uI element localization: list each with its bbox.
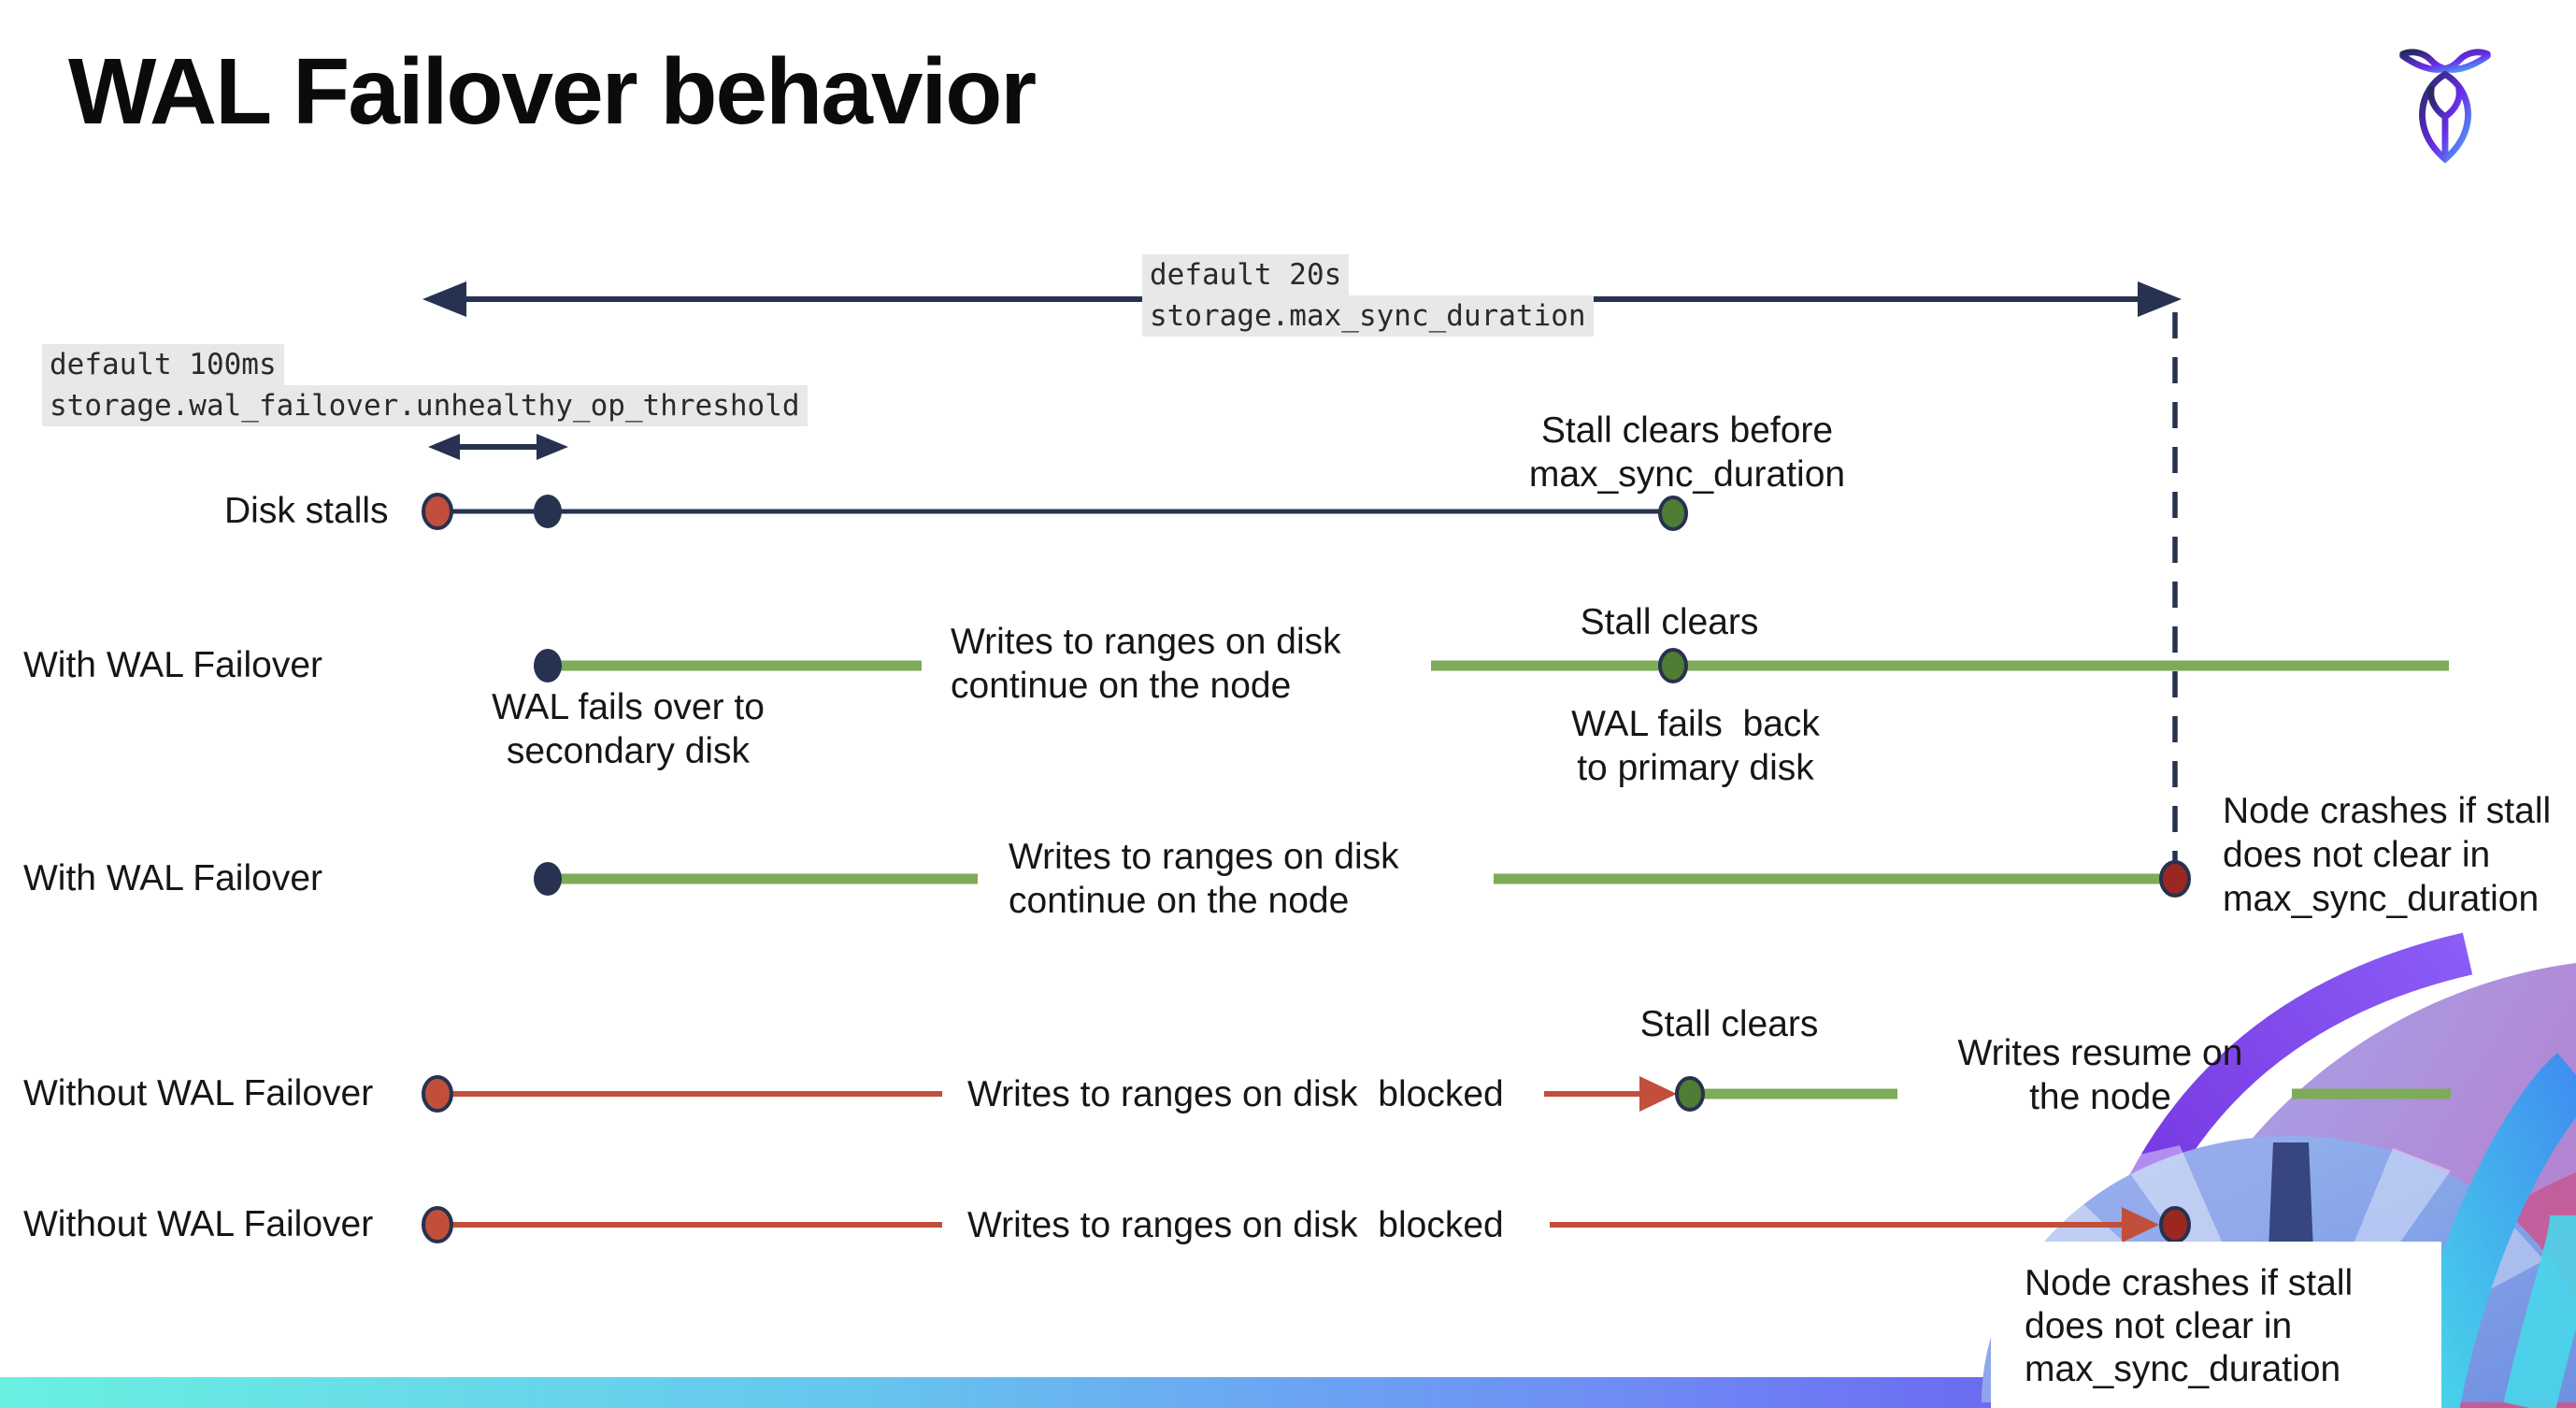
note-writes-resume: Writes resume on the node bbox=[1957, 1033, 2243, 1117]
setting-name: storage.max_sync_duration bbox=[1142, 295, 1594, 337]
note-writes-continue-1: Writes to ranges on disk continue on the… bbox=[951, 622, 1341, 706]
failover-dot bbox=[534, 649, 562, 682]
disk-stall-start-dot bbox=[422, 1075, 453, 1113]
stall-clears-dot bbox=[1675, 1076, 1705, 1112]
stall-clears-dot bbox=[1658, 496, 1688, 531]
timeline-disk-stalls bbox=[422, 493, 1688, 531]
max-sync-duration-setting: default 20s storage.max_sync_duration bbox=[1142, 254, 1594, 337]
unhealthy-op-threshold-arrow bbox=[428, 434, 568, 460]
stall-clears-dot bbox=[1658, 648, 1688, 683]
note-writes-blocked-1: Writes to ranges on disk blocked bbox=[967, 1074, 1504, 1114]
note-stall-clears-1: Stall clears bbox=[1580, 602, 1759, 642]
note-wal-fails-back: WAL fails back to primary disk bbox=[1571, 704, 1820, 788]
disk-stall-start-dot bbox=[422, 493, 453, 530]
node-crash-dot bbox=[2159, 860, 2191, 898]
timeline-with-wal-failover-recovers bbox=[534, 648, 2449, 683]
row-label-with-wal-failover-2: With WAL Failover bbox=[23, 858, 322, 898]
note-node-crashes-2: Node crashes if stall does not clear in … bbox=[2025, 1263, 2354, 1389]
threshold-dot bbox=[534, 495, 562, 528]
row-label-without-wal-failover-1: Without WAL Failover bbox=[23, 1073, 374, 1113]
timeline-without-wal-failover-recovers bbox=[422, 1075, 2451, 1113]
note-stall-clears-2: Stall clears bbox=[1639, 1004, 1819, 1044]
note-writes-continue-2: Writes to ranges on disk continue on the… bbox=[1009, 837, 1399, 921]
cockroachdb-logo-icon bbox=[2399, 49, 2491, 164]
disk-stall-start-dot bbox=[422, 1206, 453, 1243]
unhealthy-op-threshold-setting: default 100ms storage.wal_failover.unhea… bbox=[42, 344, 808, 426]
node-crash-dot bbox=[2159, 1206, 2191, 1243]
setting-default-value: default 100ms bbox=[42, 344, 284, 385]
timeline-with-wal-failover-crashes bbox=[534, 862, 2166, 896]
failover-dot bbox=[534, 862, 562, 896]
setting-name: storage.wal_failover.unhealthy_op_thresh… bbox=[42, 385, 808, 426]
note-node-crashes-1: Node crashes if stall does not clear in … bbox=[2223, 791, 2552, 919]
row-label-without-wal-failover-2: Without WAL Failover bbox=[23, 1204, 374, 1244]
row-label-disk-stalls: Disk stalls bbox=[224, 491, 389, 531]
note-stall-clears-before: Stall clears before max_sync_duration bbox=[1528, 410, 1846, 495]
page-title: WAL Failover behavior bbox=[68, 39, 1037, 144]
timeline-without-wal-failover-crashes bbox=[422, 1206, 2191, 1243]
note-wal-fails-over: WAL fails over to secondary disk bbox=[492, 687, 765, 771]
note-writes-blocked-2: Writes to ranges on disk blocked bbox=[967, 1205, 1504, 1245]
row-label-with-wal-failover-1: With WAL Failover bbox=[23, 645, 322, 685]
setting-default-value: default 20s bbox=[1142, 254, 1350, 295]
node-crash-callout: Node crashes if stall does not clear in … bbox=[1991, 1242, 2441, 1408]
